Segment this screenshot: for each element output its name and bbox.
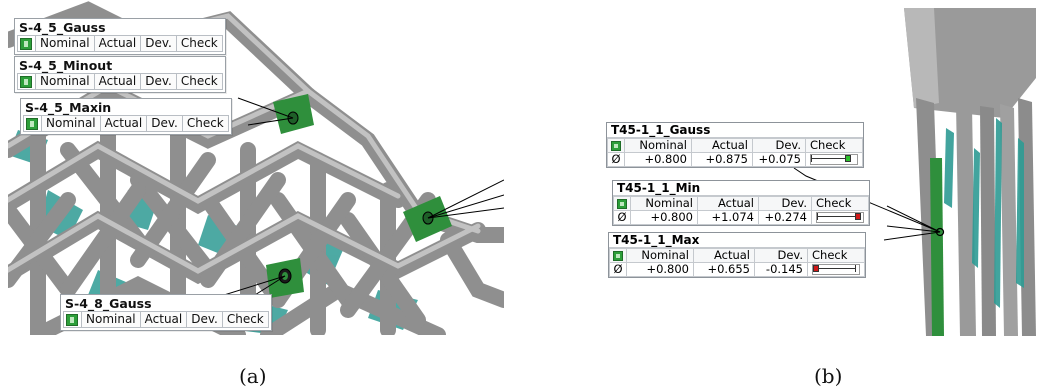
dev-value: +0.075: [752, 152, 806, 167]
check-gauge: [812, 264, 860, 275]
element-status-icon: [20, 38, 32, 50]
col-nominal: Nominal: [630, 196, 698, 211]
col-check: Check: [221, 312, 268, 327]
callout-title: S-4_5_Gauss: [19, 20, 106, 35]
table-title: T45-1_1_Min: [613, 181, 869, 196]
col-actual: Actual: [99, 116, 147, 131]
callout-title: S-4_5_Maxin: [25, 100, 112, 115]
col-dev: Dev.: [140, 36, 176, 51]
figure-label-b: (b): [814, 364, 843, 388]
teal-patches: [944, 118, 1024, 308]
col-actual: Actual: [693, 248, 755, 263]
col-nominal: Nominal: [626, 248, 694, 263]
actual-value: +1.074: [697, 210, 759, 225]
callout-header-row: Nominal Actual Dev. Check: [17, 73, 223, 90]
col-actual: Actual: [697, 196, 759, 211]
element-status-icon: [617, 198, 627, 209]
col-actual: Actual: [691, 138, 753, 153]
callout-s-4-5-gauss[interactable]: S-4_5_Gauss Nominal Actual Dev. Check: [14, 18, 226, 55]
col-dev: Dev.: [752, 138, 806, 153]
nominal-value: +0.800: [626, 262, 694, 277]
col-nominal: Nominal: [81, 312, 140, 327]
col-check: Check: [811, 196, 869, 211]
col-check: Check: [181, 116, 228, 131]
nominal-value: +0.800: [624, 152, 692, 167]
nominal-value: +0.800: [630, 210, 698, 225]
col-dev: Dev.: [146, 116, 182, 131]
gauge-bar: [817, 216, 855, 217]
dev-value: -0.145: [754, 262, 808, 277]
col-actual: Actual: [93, 74, 141, 89]
element-status-icon: [66, 314, 78, 326]
green-cylinder-bottom: [266, 258, 304, 298]
diameter-symbol: Ø: [609, 262, 627, 277]
panel-a-lattice-view: S-4_5_Gauss Nominal Actual Dev. Check S-…: [8, 0, 504, 335]
col-nominal: Nominal: [41, 116, 100, 131]
actual-value: +0.655: [693, 262, 755, 277]
gauge-bar: [811, 158, 845, 159]
callout-header-row: Nominal Actual Dev. Check: [63, 311, 269, 328]
green-cylinder-maxin: [273, 94, 314, 134]
leader-lines: [793, 167, 941, 241]
col-actual: Actual: [139, 312, 187, 327]
col-dev: Dev.: [758, 196, 812, 211]
table-t45-1-1-gauss[interactable]: T45-1_1_Gauss Nominal Actual Dev. Check …: [606, 122, 864, 168]
gauge-marker: [845, 155, 851, 162]
element-status-icon: [613, 250, 623, 261]
table-t45-1-1-max[interactable]: T45-1_1_Max Nominal Actual Dev. Check Ø …: [608, 232, 866, 278]
col-check: Check: [807, 248, 865, 263]
gauge-tick: [855, 265, 856, 272]
col-check: Check: [175, 36, 222, 51]
element-status-icon: [20, 76, 32, 88]
col-actual: Actual: [93, 36, 141, 51]
panel-b-strut-view: T45-1_1_Gauss Nominal Actual Dev. Check …: [604, 8, 1036, 336]
figure-label-a: (a): [239, 364, 267, 388]
col-nominal: Nominal: [35, 36, 94, 51]
col-nominal: Nominal: [624, 138, 692, 153]
table-title: T45-1_1_Max: [609, 233, 865, 248]
strut-column-3d-render: [604, 8, 1036, 336]
diameter-symbol: Ø: [613, 210, 631, 225]
callout-title: S-4_8_Gauss: [65, 296, 152, 311]
element-status-icon: [611, 140, 621, 151]
callout-title: S-4_5_Minout: [19, 58, 113, 73]
gauge-tick: [811, 155, 812, 162]
element-status-icon: [26, 118, 38, 130]
lattice-3d-render: [8, 0, 504, 335]
col-dev: Dev.: [186, 312, 222, 327]
green-inspected-strut: [930, 158, 944, 336]
callout-header-row: Nominal Actual Dev. Check: [23, 115, 229, 132]
check-gauge: [816, 212, 864, 223]
col-check: Check: [805, 138, 863, 153]
table-t45-1-1-min[interactable]: T45-1_1_Min Nominal Actual Dev. Check Ø …: [612, 180, 870, 226]
col-dev: Dev.: [754, 248, 808, 263]
actual-value: +0.875: [691, 152, 753, 167]
col-check: Check: [175, 74, 222, 89]
table-title: T45-1_1_Gauss: [607, 123, 863, 138]
gauge-marker: [813, 265, 819, 272]
gauge-tick: [817, 213, 818, 220]
callout-s-4-5-maxin[interactable]: S-4_5_Maxin Nominal Actual Dev. Check: [20, 98, 232, 135]
diameter-symbol: Ø: [607, 152, 625, 167]
gauge-bar: [819, 268, 855, 269]
vertical-struts: [916, 98, 1036, 336]
gauge-marker: [855, 213, 861, 220]
check-gauge: [810, 154, 858, 165]
col-dev: Dev.: [140, 74, 176, 89]
col-nominal: Nominal: [35, 74, 94, 89]
callout-s-4-8-gauss[interactable]: S-4_8_Gauss Nominal Actual Dev. Check: [60, 294, 272, 331]
callout-s-4-5-minout[interactable]: S-4_5_Minout Nominal Actual Dev. Check: [14, 56, 226, 93]
leader-lines: [207, 97, 504, 313]
dev-value: +0.274: [758, 210, 812, 225]
callout-header-row: Nominal Actual Dev. Check: [17, 35, 223, 52]
